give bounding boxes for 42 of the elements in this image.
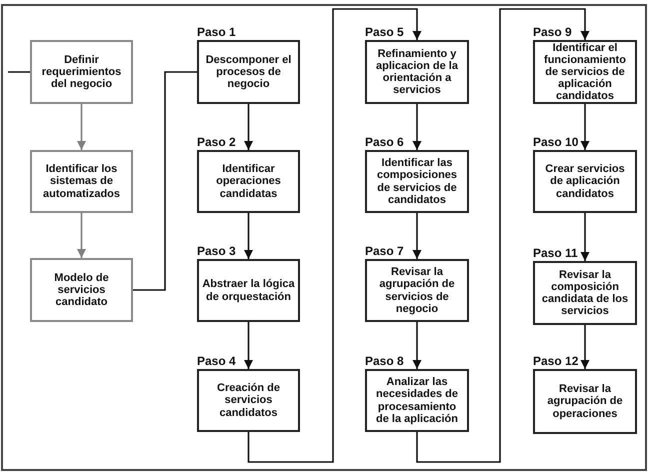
- arrow: [77, 104, 86, 150]
- connector-line: [8, 71, 30, 73]
- arrow: [244, 104, 253, 150]
- process-box: Crear servicios de aplicación candidatos: [533, 150, 637, 213]
- step-label: Paso 7: [365, 244, 404, 258]
- process-box: Refinamiento y aplicacion de la orientación a servicios: [365, 40, 469, 104]
- process-box: Identificar los sistemas de automatizados: [30, 150, 133, 213]
- step-label: Paso 12: [533, 354, 578, 368]
- process-box: Identificar el funcionamiento de servicios de aplicación candidatos: [533, 40, 637, 104]
- process-box: Revisar la agrupación de operaciones: [533, 369, 637, 434]
- arrow: [412, 213, 422, 259]
- arrow: [77, 213, 86, 258]
- process-box: Identificar operaciones candidatas: [197, 150, 300, 213]
- step-label: Paso 8: [365, 354, 404, 368]
- process-box: Modelo de servicios candidato: [30, 258, 133, 322]
- arrow: [580, 325, 590, 369]
- process-box: Descomponer el procesos de negocio: [197, 40, 300, 104]
- step-label: Paso 4: [197, 354, 236, 368]
- arrow: [580, 104, 590, 150]
- arrow: [580, 213, 590, 261]
- step-label: Paso 3: [197, 244, 236, 258]
- connector-line: [133, 71, 197, 291]
- process-box: Identificar las composiciones de servicios de candidatos: [365, 150, 469, 213]
- arrow: [244, 213, 253, 259]
- step-label: Paso 10: [533, 135, 578, 149]
- arrow: [412, 322, 422, 369]
- step-label: Paso 11: [533, 246, 578, 260]
- step-label: Paso 1: [197, 25, 236, 39]
- step-label: Paso 9: [533, 25, 572, 39]
- arrow: [416, 8, 590, 463]
- step-label: Paso 2: [197, 135, 236, 149]
- process-box: Revisar la composición candidata de los servicios: [533, 261, 637, 325]
- step-label: Paso 5: [365, 25, 404, 39]
- arrow: [412, 104, 422, 150]
- arrow: [244, 322, 253, 369]
- process-box: Analizar las necesidades de procesamiento de la aplicación: [365, 369, 469, 432]
- arrow: [248, 8, 422, 463]
- process-box: Abstraer la lógica de orquestación: [197, 259, 300, 322]
- process-box: Revisar la agrupación de servicios de negocio: [365, 259, 469, 322]
- process-box: Creación de servicios candidatos: [197, 369, 300, 432]
- process-box: Definir requerimientos del negocio: [30, 40, 133, 104]
- step-label: Paso 6: [365, 135, 404, 149]
